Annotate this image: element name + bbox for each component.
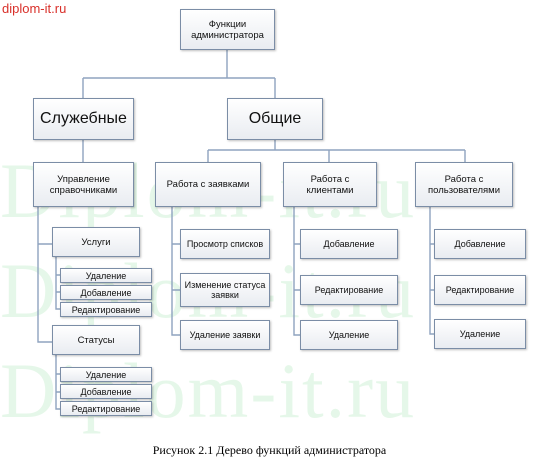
- node-clients: Работа с клиентами: [283, 162, 377, 207]
- leaf-statuses-add: Добавление: [60, 384, 152, 399]
- root-node: Функции администратора: [180, 9, 275, 50]
- node-general: Общие: [227, 98, 323, 140]
- leaf-requests-view: Просмотр списков: [180, 229, 270, 259]
- leaf-statuses-delete: Удаление: [60, 367, 152, 382]
- node-statuses: Статусы: [52, 325, 140, 355]
- leaf-requests-status: Изменение статуса заявки: [180, 273, 270, 307]
- node-service: Служебные: [33, 98, 134, 140]
- leaf-users-delete: Удаление: [434, 319, 526, 349]
- leaf-statuses-edit: Редактирование: [60, 401, 152, 416]
- leaf-clients-add: Добавление: [300, 229, 398, 259]
- watermark-site: diplom-it.ru: [2, 1, 67, 16]
- leaf-requests-delete: Удаление заявки: [180, 320, 270, 350]
- leaf-services-add: Добавление: [60, 285, 152, 300]
- leaf-clients-delete: Удаление: [300, 320, 398, 350]
- leaf-users-add: Добавление: [434, 229, 526, 259]
- node-requests: Работа с заявками: [155, 162, 261, 207]
- leaf-services-edit: Редактирование: [60, 302, 152, 317]
- node-services: Услуги: [52, 227, 140, 257]
- leaf-users-edit: Редактирование: [434, 275, 526, 305]
- node-directories: Управление справочниками: [33, 162, 134, 207]
- leaf-services-delete: Удаление: [60, 268, 152, 283]
- figure-caption: Рисунок 2.1 Дерево функций администратор…: [152, 443, 387, 457]
- leaf-clients-edit: Редактирование: [300, 275, 398, 305]
- node-users: Работа с пользователями: [415, 162, 513, 207]
